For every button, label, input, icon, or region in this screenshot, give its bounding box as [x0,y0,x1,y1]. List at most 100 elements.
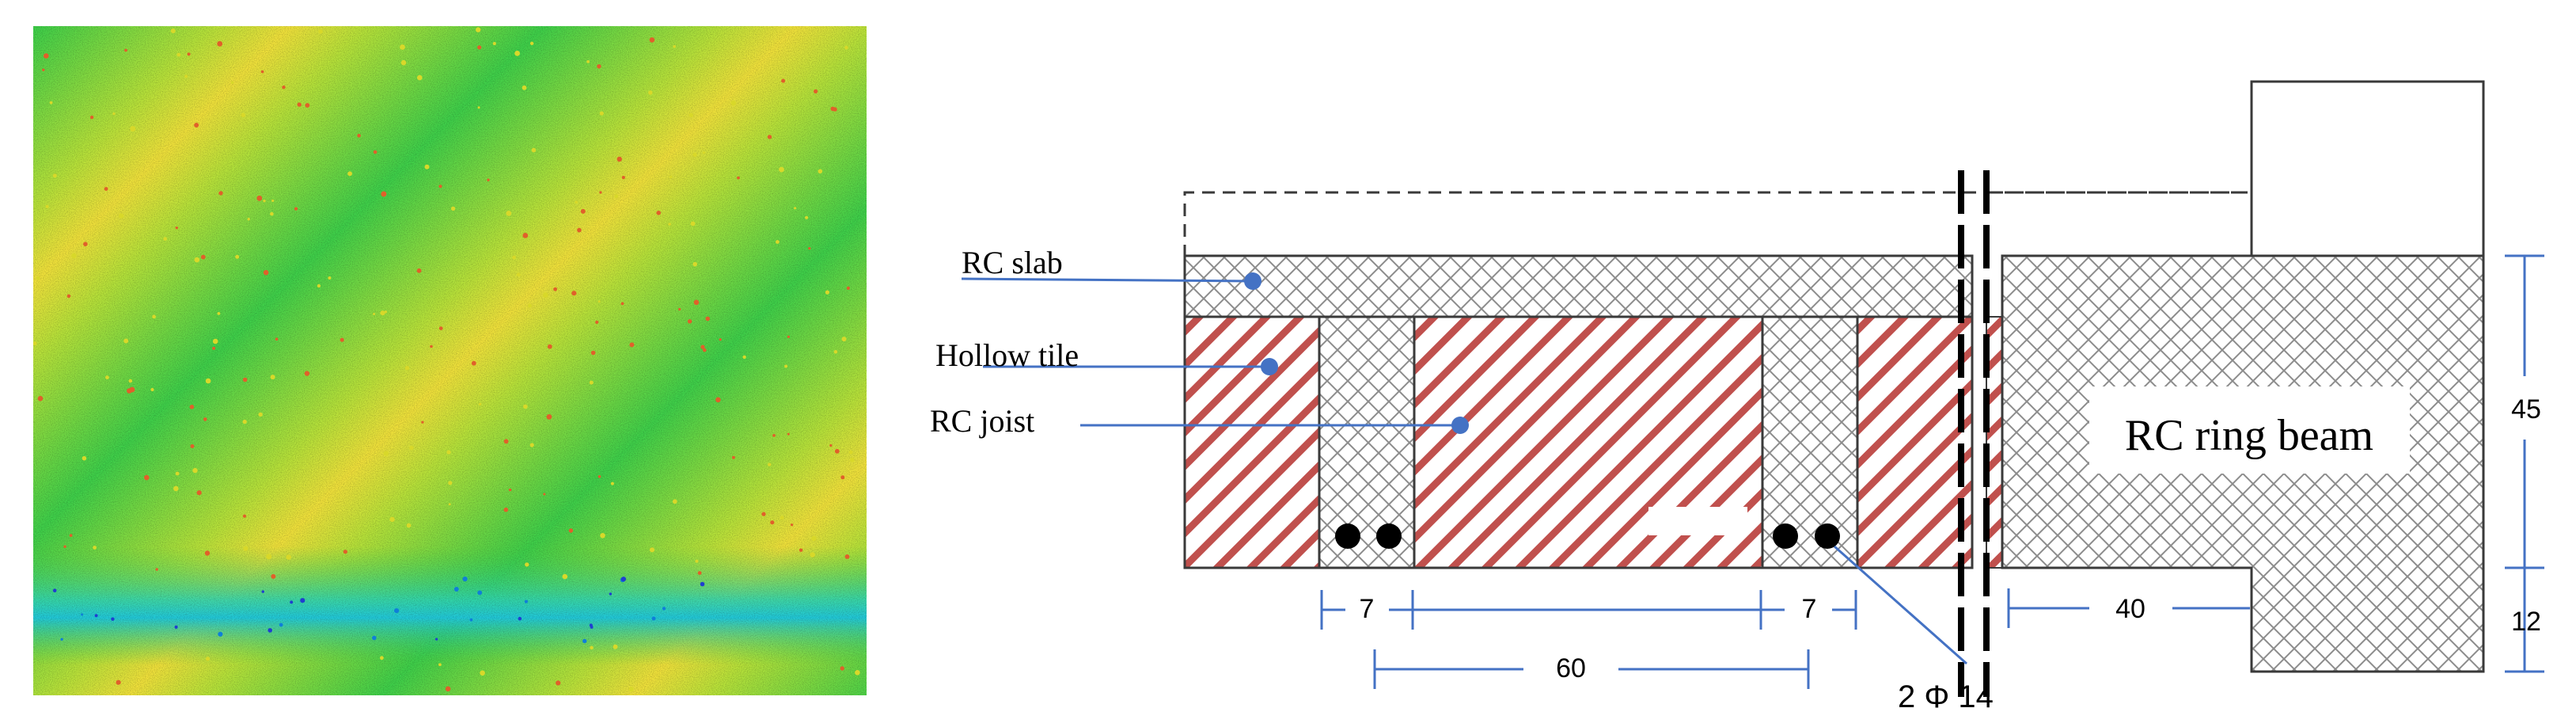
rebar-dot [1773,523,1798,549]
map-speckle [163,237,167,241]
map-speckle [89,116,94,120]
map-speckle [669,175,673,179]
map-speckle [678,307,681,311]
map-speckle [595,320,599,324]
map-speckle [529,41,534,45]
map-speckle [270,211,274,216]
map-speckle [787,335,791,338]
map-speckle [649,37,655,43]
map-speckle [582,638,587,644]
map-speckle [700,344,705,349]
label-rc-ring-beam: RC ring beam [2125,411,2373,460]
map-speckle [522,233,529,238]
map-speckle [266,554,272,560]
map-speckle [518,616,522,621]
map-speckle [628,687,634,692]
map-speckle [590,645,594,650]
map-speckle [297,102,302,107]
map-speckle [808,247,811,250]
map-speckle [184,74,188,78]
map-speckle [286,554,292,560]
map-speckle [448,481,453,485]
map-speckle [503,507,509,512]
map-speckle [818,169,823,174]
map-speckle [662,607,666,611]
map-speckle [241,112,246,118]
map-speckle [81,613,84,616]
label-hollow-tile: Hollow tile [935,337,1079,373]
dim-beam-bearing: 40 [2115,594,2145,624]
dimension-lines [1320,254,2544,689]
map-speckle [194,123,199,128]
map-speckle [770,520,775,525]
map-speckle [256,195,263,201]
map-speckle [409,445,414,451]
leader-rc-slab [961,277,1254,283]
map-speckle [543,493,546,496]
map-speckle [621,176,625,180]
map-speckle [174,625,178,630]
leader-dot [1451,417,1469,434]
map-speckle [599,111,604,116]
map-speckle [150,387,154,392]
map-speckle [438,326,443,330]
map-speckle [424,164,430,169]
map-speckle [668,223,671,226]
map-speckle [45,204,49,208]
map-speckle [71,253,77,259]
dim-beam-drop: 12 [2511,607,2541,637]
map-speckle [175,471,180,476]
map-speckle [469,618,473,622]
map-speckle [230,81,234,84]
map-speckle [394,608,400,614]
map-speckle [212,338,218,344]
map-speckle [480,670,485,676]
map-speckle [598,300,601,303]
map-speckle [435,638,438,641]
map-speckle [814,89,818,93]
map-speckle [205,657,211,661]
map-speckle [380,656,384,660]
map-speckle [794,207,797,210]
map-speckle [834,448,840,454]
map-speckle [271,573,276,579]
map-speckle [212,346,216,350]
map-speckle [476,27,481,32]
map-speckle [577,227,582,233]
map-speckle [111,617,115,621]
map-speckle [104,187,108,191]
map-speckle [525,562,529,567]
dim-joist-right: 7 [1802,594,1817,624]
map-speckle [742,355,746,360]
ring-beam-upper-block [2250,80,2485,257]
map-speckle [124,48,127,52]
map-speckle [263,200,266,203]
map-speckle [261,590,264,593]
map-speckle [687,319,692,324]
map-speckle [406,523,412,528]
rc-joist-left [1318,315,1416,569]
map-speckle [768,462,772,466]
map-speckle [144,474,150,481]
map-speckle [453,587,459,592]
map-speckle [503,439,509,444]
map-speckle [448,503,451,506]
map-speckle [848,450,853,455]
map-speckle [825,290,829,295]
rebar-dot [1376,523,1402,549]
map-speckle [776,240,780,244]
map-speckle [347,171,352,177]
map-speckle [170,29,176,33]
map-speckle [260,70,264,74]
map-speckle [731,455,735,459]
map-speckle [529,443,534,447]
rebar-dot [1335,523,1360,549]
map-speckle [556,680,561,686]
map-speckle [791,523,794,527]
map-speckle [692,261,697,267]
map-speckle [649,547,655,553]
map-speckle [730,100,736,106]
map-speckle [477,106,480,109]
rebar-dot [1815,523,1840,549]
map-speckle [553,287,557,291]
